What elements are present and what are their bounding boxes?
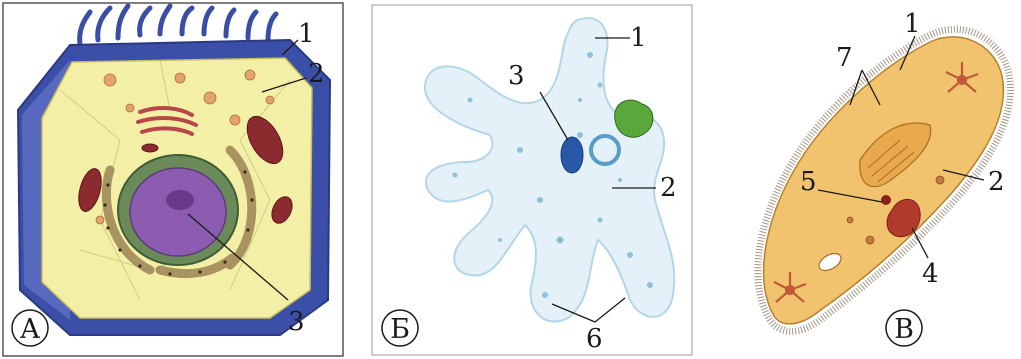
panel-c: 1 7 2 5 4 В	[758, 9, 1011, 346]
label-a-2: 2	[308, 59, 325, 89]
label-b-6: 6	[586, 324, 603, 354]
panel-c-letter: В	[894, 314, 914, 345]
panel-a: 1 2 3 А	[3, 3, 343, 356]
label-c-5: 5	[800, 167, 817, 197]
label-b-1: 1	[630, 23, 647, 53]
label-c-4: 4	[922, 259, 939, 289]
contractile-vacuole	[591, 136, 619, 164]
label-b-3: 3	[508, 61, 525, 91]
panel-b: 1 3 2 6 Б	[372, 5, 692, 355]
panel-b-letter: Б	[390, 314, 410, 345]
label-b-2: 2	[660, 173, 677, 203]
amoeba-nucleus	[561, 137, 583, 173]
cell-surface-protrusions	[80, 6, 276, 45]
food-vacuole	[615, 100, 653, 137]
panel-a-letter: А	[20, 314, 41, 345]
label-c-7: 7	[836, 43, 853, 73]
amoeba-body	[425, 18, 674, 321]
label-c-1: 1	[904, 9, 921, 39]
label-a-3: 3	[288, 307, 305, 337]
nucleus	[130, 168, 226, 256]
label-c-2: 2	[988, 167, 1005, 197]
micronucleus	[881, 195, 891, 205]
nucleolus	[166, 190, 194, 210]
label-a-1: 1	[298, 19, 315, 49]
